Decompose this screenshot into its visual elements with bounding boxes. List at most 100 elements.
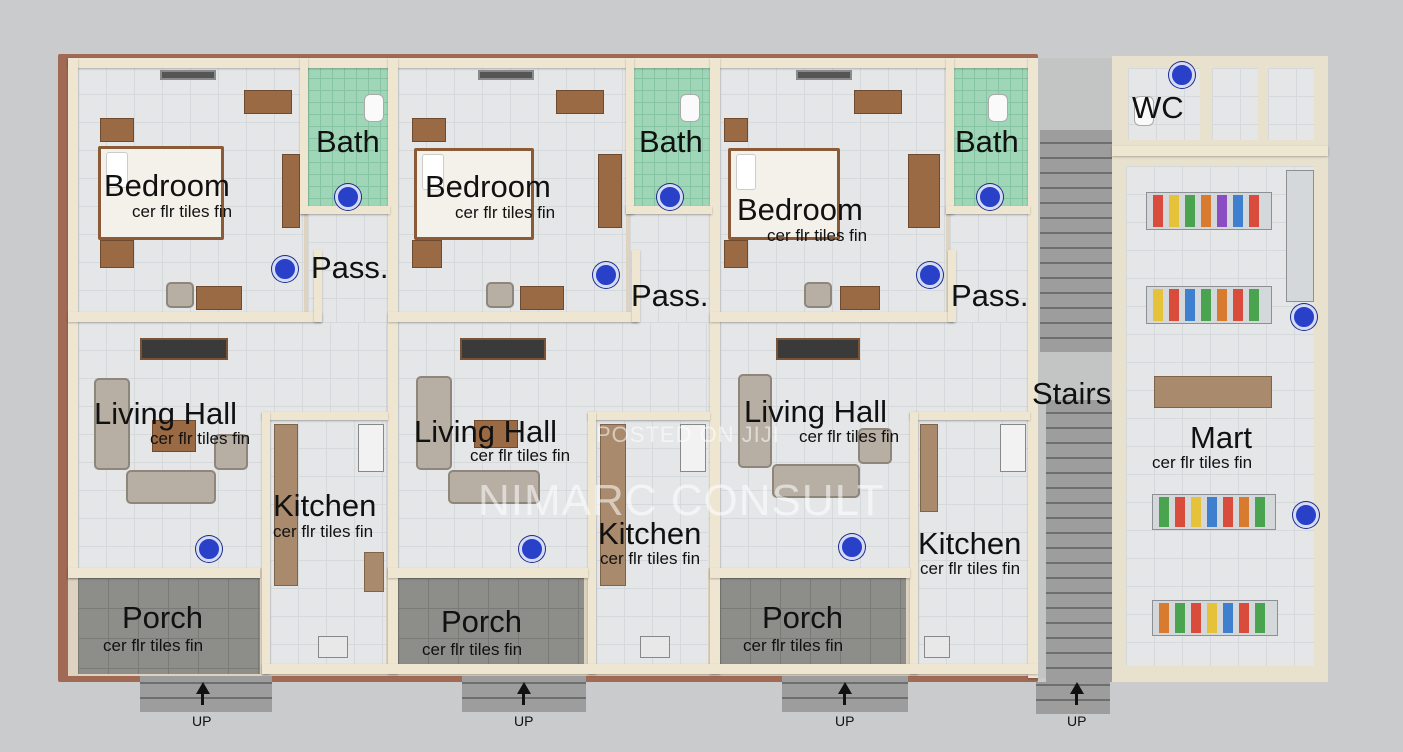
window-2 [478,70,534,80]
desk [854,90,902,114]
watermark-posted: POSTED ON JIJI [596,422,780,447]
armchair [858,428,892,464]
marker-dot-icon[interactable] [977,184,1003,210]
label-finish: cer flr tiles fin [273,522,374,541]
stair-flight-lower [1046,400,1114,682]
label-finish: cer flr tiles fin [150,429,251,448]
label-bedroom: Bedroom [737,192,863,227]
marker-dot-icon[interactable] [335,184,361,210]
toilet-icon [988,94,1008,122]
fridge [1000,424,1026,472]
wall-bottom [262,664,1038,674]
nightstand [100,118,134,142]
wall-living2-bottom [388,568,588,578]
mart-floor [1126,166,1314,666]
marker-dot-icon[interactable] [839,534,865,560]
table [520,286,564,310]
toilet-icon [364,94,384,122]
toilet-icon [680,94,700,122]
label-pass: Pass. [631,278,709,313]
sofa-icon [94,378,130,470]
marker-dot-icon[interactable] [196,536,222,562]
up-arrow-icon [196,682,210,694]
label-porch: Porch [441,604,522,639]
sofa-icon [126,470,216,504]
watermark-brand: NIMARC CONSULT [478,476,885,525]
label-porch: Porch [122,600,203,635]
fridge [680,424,706,472]
nightstand [100,240,134,268]
nightstand [412,118,446,142]
window-1 [160,70,216,80]
marker-dot-icon[interactable] [593,262,619,288]
wall-right-units [1028,58,1038,678]
wall-bath1 [300,58,308,214]
window-3 [796,70,852,80]
marker-dot-icon[interactable] [1293,502,1319,528]
label-living-hall: Living Hall [414,414,558,449]
label-finish: cer flr tiles fin [767,226,868,245]
sofa-icon [738,374,772,468]
wall-top [68,58,1030,68]
wall-bedroom1-bottom [68,312,322,322]
label-up: UP [192,713,212,729]
desk [244,90,292,114]
label-up: UP [514,713,534,729]
wall-bath2-bottom [626,206,712,214]
marker-dot-icon[interactable] [917,262,943,288]
kitchen-counter [274,424,298,586]
sofa-icon [448,470,540,504]
pillow [422,154,444,190]
wardrobe [908,154,940,228]
wall-bath3 [946,58,954,214]
sink [318,636,348,658]
label-finish: cer flr tiles fin [799,427,900,446]
label-bedroom: Bedroom [104,168,230,203]
label-stairs: Stairs [1032,376,1112,411]
marker-dot-icon[interactable] [1169,62,1195,88]
marker-dot-icon[interactable] [1291,304,1317,330]
label-finish: cer flr tiles fin [600,549,701,568]
stair-flight-upper [1040,130,1112,352]
label-bedroom: Bedroom [425,169,551,204]
wall-kitchen1-top [262,412,388,420]
wall-bath2 [626,58,634,214]
sink [640,636,670,658]
up-arrow-icon [843,693,846,705]
label-finish: cer flr tiles fin [103,636,204,655]
up-arrow-icon [517,682,531,694]
marker-dot-icon[interactable] [519,536,545,562]
coffee-table [152,420,196,452]
kitchen-counter [364,552,384,592]
label-finish: cer flr tiles fin [743,636,844,655]
wall-bath3-bottom [946,206,1030,214]
nightstand [724,240,748,268]
label-finish: cer flr tiles fin [455,203,556,222]
marker-dot-icon[interactable] [272,256,298,282]
marker-dot-icon[interactable] [657,184,683,210]
label-pass: Pass. [951,278,1029,313]
kitchen-counter [600,424,626,586]
sink [924,636,950,658]
unit1-porch-floor [78,578,260,674]
wall-kitchen3-top [910,412,1030,420]
wall-pass1 [314,250,322,322]
unit2-pass-floor [630,214,712,334]
store-floor [1212,68,1258,140]
wall-unit-divider-2 [710,58,720,674]
wall-kitchen1-left [262,412,270,674]
label-finish: cer flr tiles fin [422,640,523,659]
up-arrow-icon [522,693,525,705]
label-up: UP [835,713,855,729]
pillow [736,154,756,190]
up-arrow-icon [1070,682,1084,694]
label-bath: Bath [316,124,380,159]
up-arrow-icon [201,693,204,705]
toilet-icon [1134,96,1154,126]
wall-bath1-bottom [300,206,390,214]
nightstand [412,240,442,268]
unit3-bath-floor [950,66,1028,210]
label-porch: Porch [762,600,843,635]
wall-unit-divider-1 [388,58,398,674]
label-bath: Bath [955,124,1019,159]
